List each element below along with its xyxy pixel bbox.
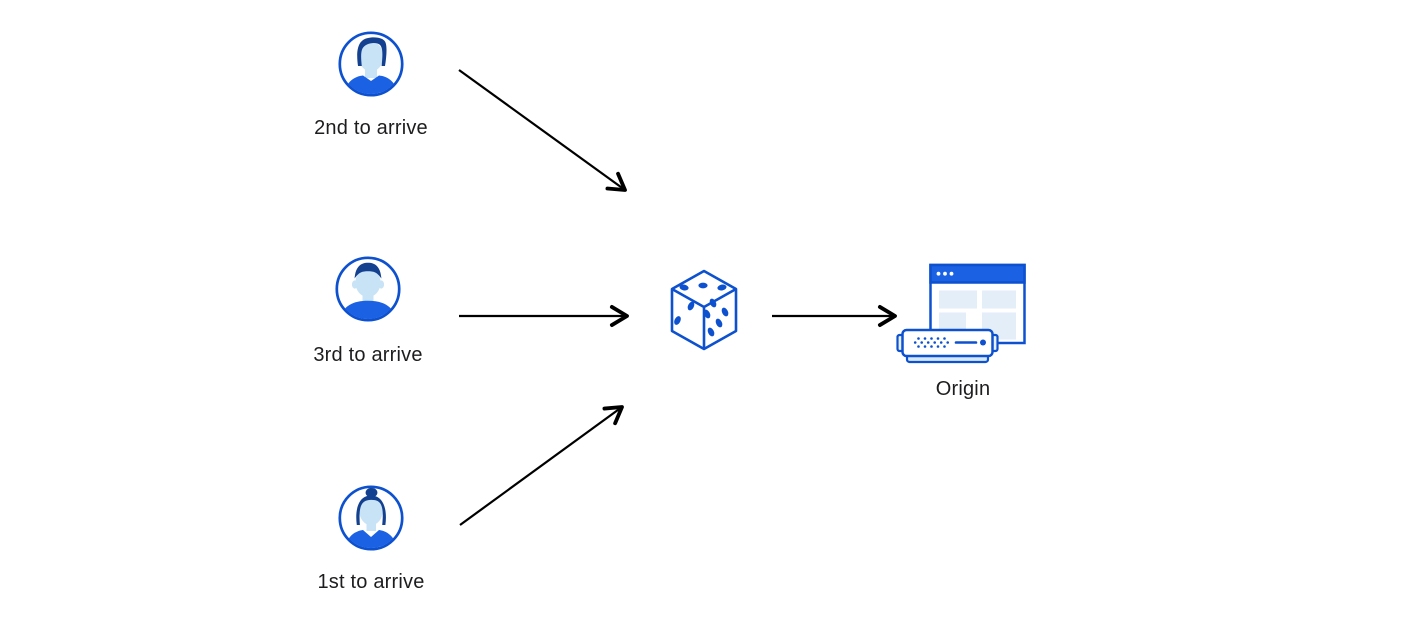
visitor-second-label: 2nd to arrive [314,117,428,139]
arrow-visitor1-to-dice [459,405,624,526]
arrow-visitor2-to-dice [458,69,627,192]
node-origin: Origin [895,260,1031,400]
node-visitor-second: 2nd to arrive [314,30,428,139]
server-led-matrix [913,337,949,348]
node-randomizer [666,264,742,352]
dice-icon [670,269,738,351]
avatar-man-quiff-icon [338,31,404,97]
visitor-first-label: 1st to arrive [317,571,425,593]
avatar-woman-bun-icon [338,485,404,551]
origin-server-icon [896,263,1026,364]
node-visitor-first: 1st to arrive [317,484,424,593]
origin-label: Origin [935,378,991,400]
visitor-third-label: 3rd to arrive [313,344,423,366]
avatar-man-shorthair-icon [335,256,401,322]
node-visitor-third: 3rd to arrive [313,255,422,366]
